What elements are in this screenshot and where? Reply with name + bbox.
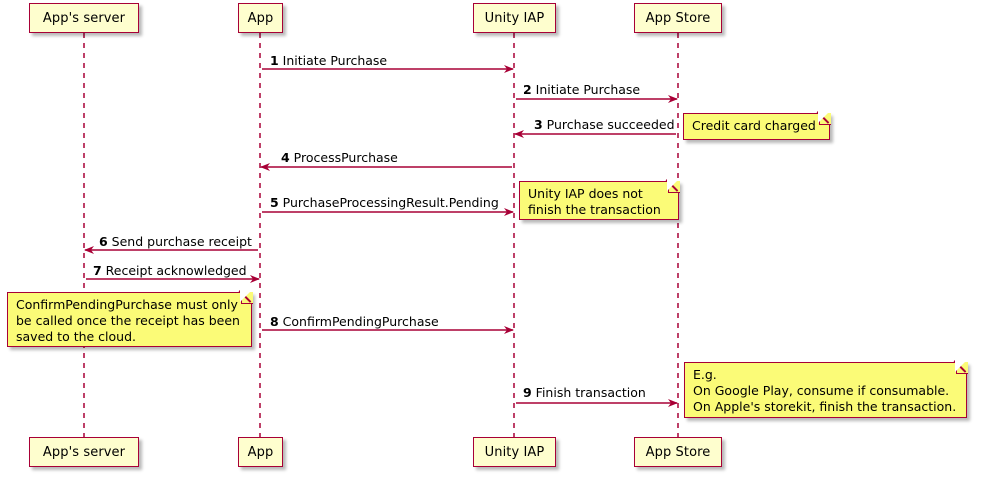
note-dogear-icon — [667, 179, 680, 193]
participant-app-top[interactable]: App — [238, 3, 283, 33]
note-unity-pending: Unity IAP does not finish the transactio… — [519, 179, 680, 220]
participant-label: App — [247, 10, 274, 26]
message-text: Finish transaction — [531, 385, 646, 400]
message-label-1: 1 Initiate Purchase — [270, 54, 387, 68]
message-label-5: 5 PurchaseProcessingResult.Pending — [270, 196, 499, 210]
participant-label: App Store — [645, 10, 711, 26]
participant-app-server-bottom[interactable]: App's server — [29, 437, 139, 467]
message-sequence-number: 3 — [534, 117, 543, 132]
message-text: ConfirmPendingPurchase — [278, 314, 439, 329]
message-text: ProcessPurchase — [289, 150, 398, 165]
note-dogear-icon — [818, 111, 831, 125]
lifelines-group — [83, 33, 679, 437]
participant-label: App's server — [42, 10, 126, 26]
message-text: Send purchase receipt — [107, 234, 252, 249]
message-sequence-number: 2 — [523, 82, 532, 97]
message-text: Purchase succeeded — [542, 117, 675, 132]
participant-label: Unity IAP — [484, 444, 545, 460]
participant-app-store-top[interactable]: App Store — [634, 3, 722, 33]
message-sequence-number: 8 — [270, 314, 279, 329]
note-confirm: ConfirmPendingPurchase must only be call… — [7, 290, 253, 347]
message-label-9: 9 Finish transaction — [523, 386, 646, 400]
participant-label: App's server — [42, 444, 126, 460]
message-sequence-number: 6 — [99, 234, 108, 249]
note-text: Unity IAP does not finish the transactio… — [528, 186, 661, 217]
message-sequence-number: 7 — [93, 263, 102, 278]
message-text: PurchaseProcessingResult.Pending — [278, 195, 499, 210]
participant-app-store-bottom[interactable]: App Store — [634, 437, 722, 467]
message-label-6: 6 Send purchase receipt — [99, 235, 252, 249]
message-text: Receipt acknowledged — [101, 263, 247, 278]
note-dogear-icon — [240, 290, 253, 304]
participant-label: App — [247, 444, 274, 460]
message-sequence-number: 9 — [523, 385, 532, 400]
note-text: ConfirmPendingPurchase must only be call… — [16, 297, 240, 344]
message-label-8: 8 ConfirmPendingPurchase — [270, 315, 439, 329]
note-finish: E.g. On Google Play, consume if consumab… — [684, 360, 968, 418]
participant-unity-iap-top[interactable]: Unity IAP — [473, 3, 556, 33]
participant-app-bottom[interactable]: App — [238, 437, 283, 467]
message-label-7: 7 Receipt acknowledged — [93, 264, 247, 278]
message-sequence-number: 5 — [270, 195, 279, 210]
message-arrows-group — [84, 65, 678, 407]
participant-label: Unity IAP — [484, 10, 545, 26]
note-dogear-icon — [955, 360, 968, 374]
message-sequence-number: 1 — [270, 53, 279, 68]
note-credit-card: Credit card charged — [683, 111, 831, 140]
note-text: Credit card charged — [692, 118, 816, 133]
participant-app-server-top[interactable]: App's server — [29, 3, 139, 33]
message-text: Initiate Purchase — [278, 53, 388, 68]
message-label-3: 3 Purchase succeeded — [534, 118, 675, 132]
participant-label: App Store — [645, 444, 711, 460]
message-label-2: 2 Initiate Purchase — [523, 83, 640, 97]
participant-unity-iap-bottom[interactable]: Unity IAP — [473, 437, 556, 467]
message-sequence-number: 4 — [281, 150, 290, 165]
message-label-4: 4 ProcessPurchase — [281, 151, 398, 165]
note-text: E.g. On Google Play, consume if consumab… — [693, 367, 957, 414]
message-text: Initiate Purchase — [531, 82, 641, 97]
